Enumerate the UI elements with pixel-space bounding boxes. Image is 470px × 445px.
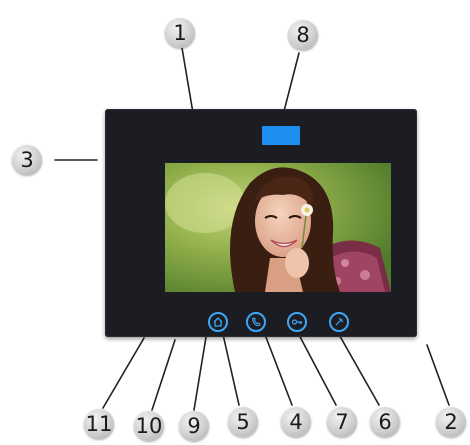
leader-7 <box>296 330 337 406</box>
house-icon <box>213 317 223 327</box>
portrait-image <box>165 163 391 292</box>
callout-6: 6 <box>370 407 400 437</box>
home-button[interactable] <box>208 312 228 332</box>
callout-9: 9 <box>179 411 209 441</box>
callout-8: 8 <box>288 20 318 50</box>
leader-10 <box>151 339 176 411</box>
leader-2 <box>426 344 450 406</box>
leader-11 <box>102 337 145 409</box>
talk-icon <box>252 317 261 327</box>
key-icon <box>291 319 303 325</box>
indicator-light <box>262 126 300 145</box>
talk-button[interactable] <box>246 312 266 332</box>
leader-6 <box>336 330 380 406</box>
callout-4: 4 <box>281 407 311 437</box>
key-button[interactable] <box>287 312 307 332</box>
callout-10: 10 <box>134 411 164 441</box>
callout-7: 7 <box>327 407 357 437</box>
display-screen <box>165 163 391 292</box>
leader-8 <box>282 52 300 116</box>
callout-1: 1 <box>165 18 195 48</box>
leader-5 <box>221 329 240 406</box>
leader-4 <box>263 331 293 406</box>
leader-9 <box>193 330 208 411</box>
callout-2: 2 <box>436 407 466 437</box>
unlock-icon <box>335 317 344 326</box>
unlock-button[interactable] <box>329 312 349 332</box>
callout-3: 3 <box>12 145 42 175</box>
callout-11: 11 <box>84 409 114 439</box>
callout-5: 5 <box>228 407 258 437</box>
